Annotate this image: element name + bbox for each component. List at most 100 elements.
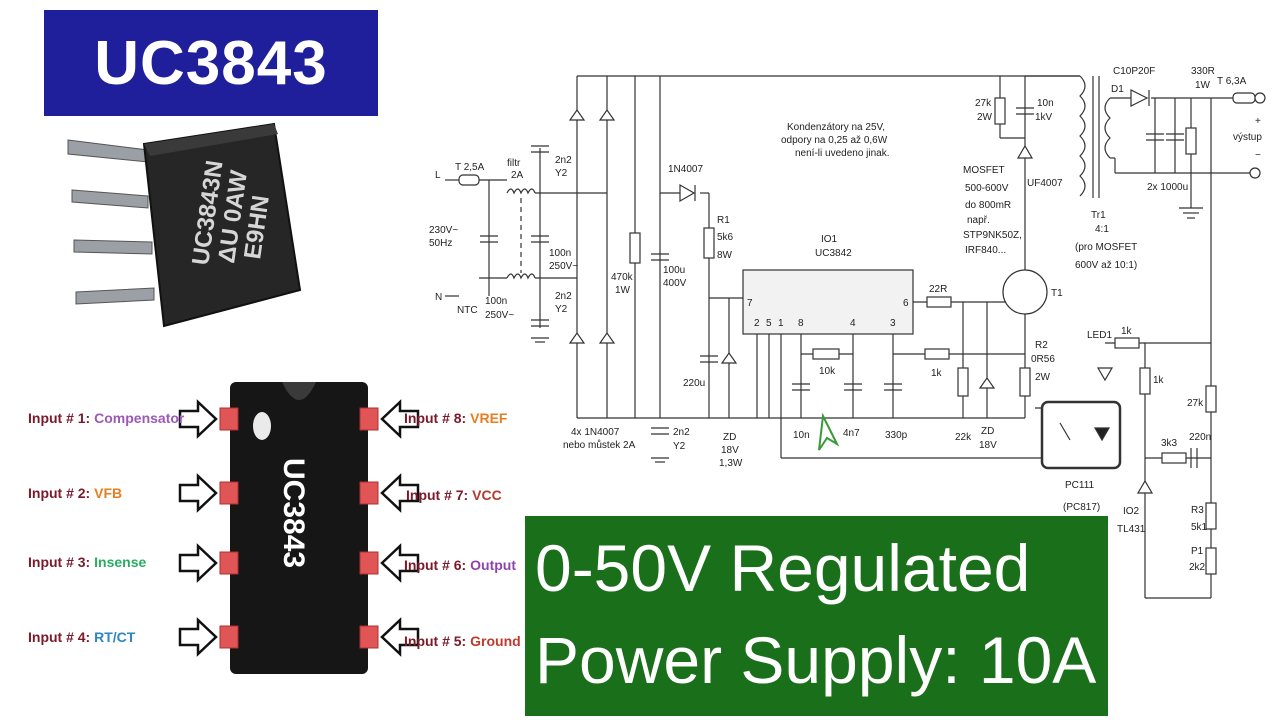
label-2n2-y2-2: Y2 xyxy=(673,441,686,452)
label-22k: 22k xyxy=(955,432,972,443)
label-cap-y-top-2: Y2 xyxy=(555,168,568,179)
label-io2-1: IO2 xyxy=(1123,506,1140,517)
label-tr1-4: 600V až 10:1) xyxy=(1075,260,1137,271)
label-cap-x-top-2: 250V~ xyxy=(485,310,514,321)
pin-label-1: Input # 1: Compensator xyxy=(28,410,185,426)
label-tr1-2: 4:1 xyxy=(1095,224,1109,235)
label-470k-2: 1W xyxy=(615,285,631,296)
label-note-2: odpory na 0,25 až 0,6W xyxy=(781,135,888,146)
label-330r-2: 1W xyxy=(1195,80,1211,91)
label-N: N xyxy=(435,292,442,303)
pin-name-3: Insense xyxy=(94,554,147,570)
label-mosfet-5: STP9NK50Z, xyxy=(963,230,1022,241)
pin-name-4: RT/CT xyxy=(94,629,136,645)
pin1-dot xyxy=(253,412,271,440)
label-cap-y-bot-1: 2n2 xyxy=(555,291,572,302)
label-220n: 220n xyxy=(1189,432,1211,443)
label-bridge-1: 4x 1N4007 xyxy=(571,427,620,438)
label-led1: LED1 xyxy=(1087,330,1112,341)
label-r1-2: 5k6 xyxy=(717,232,734,243)
dip-notch xyxy=(282,382,316,400)
label-io1-1: IO1 xyxy=(821,234,838,245)
cursor-icon xyxy=(818,412,840,451)
label-ic-pin-8: 8 xyxy=(798,318,804,329)
label-snub-r-2: 2W xyxy=(977,112,993,123)
label-4n7: 4n7 xyxy=(843,428,860,439)
pin-name-8: VREF xyxy=(470,410,508,426)
headline-line-1: 0-50V Regulated xyxy=(535,531,1031,605)
label-1k-v: 1k xyxy=(1153,375,1165,386)
label-mains-2: 50Hz xyxy=(429,238,452,249)
dip-pads xyxy=(219,407,379,649)
label-cap-y-top-1: 2n2 xyxy=(555,155,572,166)
label-mosfet-4: např. xyxy=(967,215,990,226)
label-pc111-1: PC111 xyxy=(1065,480,1095,491)
arrow-icons xyxy=(178,399,420,657)
label-r2-2: 0R56 xyxy=(1031,354,1055,365)
label-mosfet-1: MOSFET xyxy=(963,165,1005,176)
label-2n2-y2-1: 2n2 xyxy=(673,427,690,438)
pin-name-2: VFB xyxy=(94,485,123,501)
schematic-labels: L N T 2,5A 230V~ 50Hz NTC filtr 2A 2n2 Y… xyxy=(429,66,1262,573)
chip-photo: UC3843N ΔU 0AW E9HN xyxy=(67,122,302,328)
pin-label-2: Input # 2: VFB xyxy=(28,485,123,501)
label-pc111-2: (PC817) xyxy=(1063,502,1100,513)
label-tr1-1: Tr1 xyxy=(1091,210,1106,221)
label-zd1-2: 18V xyxy=(721,445,739,456)
label-d1-2: D1 xyxy=(1111,84,1124,95)
label-ic-pin-2: 2 xyxy=(754,318,760,329)
label-zd1-1: ZD xyxy=(723,432,736,443)
label-mains-1: 230V~ xyxy=(429,225,458,236)
label-1k-led: 1k xyxy=(1121,326,1133,337)
label-bulk-1: 100u xyxy=(663,265,685,276)
label-cap-x-mid-2: 250V~ xyxy=(549,261,578,272)
label-ic-pin-3: 3 xyxy=(890,318,896,329)
label-mosfet-3: do 800mR xyxy=(965,200,1011,211)
label-t1: T1 xyxy=(1051,288,1063,299)
label-220u: 220u xyxy=(683,378,705,389)
headline-line-2: Power Supply: 10A xyxy=(535,623,1097,697)
label-filter-2: 2A xyxy=(511,170,524,181)
label-cap-x-mid-1: 100n xyxy=(549,248,571,259)
label-mosfet-2: 500-600V xyxy=(965,183,1009,194)
label-bridge-2: nebo můstek 2A xyxy=(563,439,636,451)
label-ic-pin-1: 1 xyxy=(778,318,784,329)
pin-label-6: Input # 6: Output xyxy=(404,557,516,573)
label-r2-1: R2 xyxy=(1035,340,1048,351)
pin-label-8: Input # 8: VREF xyxy=(404,410,508,426)
dip-label: UC3843 xyxy=(277,458,310,568)
headline-banner: 0-50V Regulated Power Supply: 10A xyxy=(525,516,1108,716)
chip-body xyxy=(142,122,302,328)
dip-body xyxy=(230,382,368,674)
label-bulk-2: 400V xyxy=(663,278,687,289)
label-fuse-out: T 6,3A xyxy=(1217,76,1247,87)
title-text: UC3843 xyxy=(94,28,328,98)
label-470k-1: 470k xyxy=(611,272,634,283)
pin-name-5: Ground xyxy=(470,633,521,649)
label-1k-gate: 1k xyxy=(931,368,943,379)
label-io2-2: TL431 xyxy=(1117,524,1146,535)
label-fuse-in: T 2,5A xyxy=(455,162,485,173)
label-d1-1: C10P20F xyxy=(1113,66,1155,77)
label-10k: 10k xyxy=(819,366,836,377)
label-r3-1: R3 xyxy=(1191,505,1204,516)
label-out: výstup xyxy=(1233,132,1262,143)
label-cap-x-top-1: 100n xyxy=(485,296,507,307)
label-zd2-2: 18V xyxy=(979,440,997,451)
label-plus: + xyxy=(1255,116,1261,127)
label-ic-pin-6: 6 xyxy=(903,298,909,309)
pin-label-5: Input # 5: Ground xyxy=(404,633,521,649)
label-minus: − xyxy=(1255,150,1261,161)
label-uf4007: UF4007 xyxy=(1027,178,1063,189)
label-zd1-3: 1,3W xyxy=(719,458,743,469)
label-note-3: není-li uvedeno jinak. xyxy=(795,148,890,159)
label-note-1: Kondenzátory na 25V, xyxy=(787,122,885,133)
label-3k3: 3k3 xyxy=(1161,438,1178,449)
label-ic-pin-5: 5 xyxy=(766,318,772,329)
pin-name-6: Output xyxy=(470,557,516,573)
label-ntc: NTC xyxy=(457,305,478,316)
title-banner: UC3843 xyxy=(44,10,378,116)
pin-label-3: Input # 3: Insense xyxy=(28,554,147,570)
pin-label-7: Input # 7: VCC xyxy=(406,487,502,503)
pin-label-4: Input # 4: RT/CT xyxy=(28,629,136,645)
